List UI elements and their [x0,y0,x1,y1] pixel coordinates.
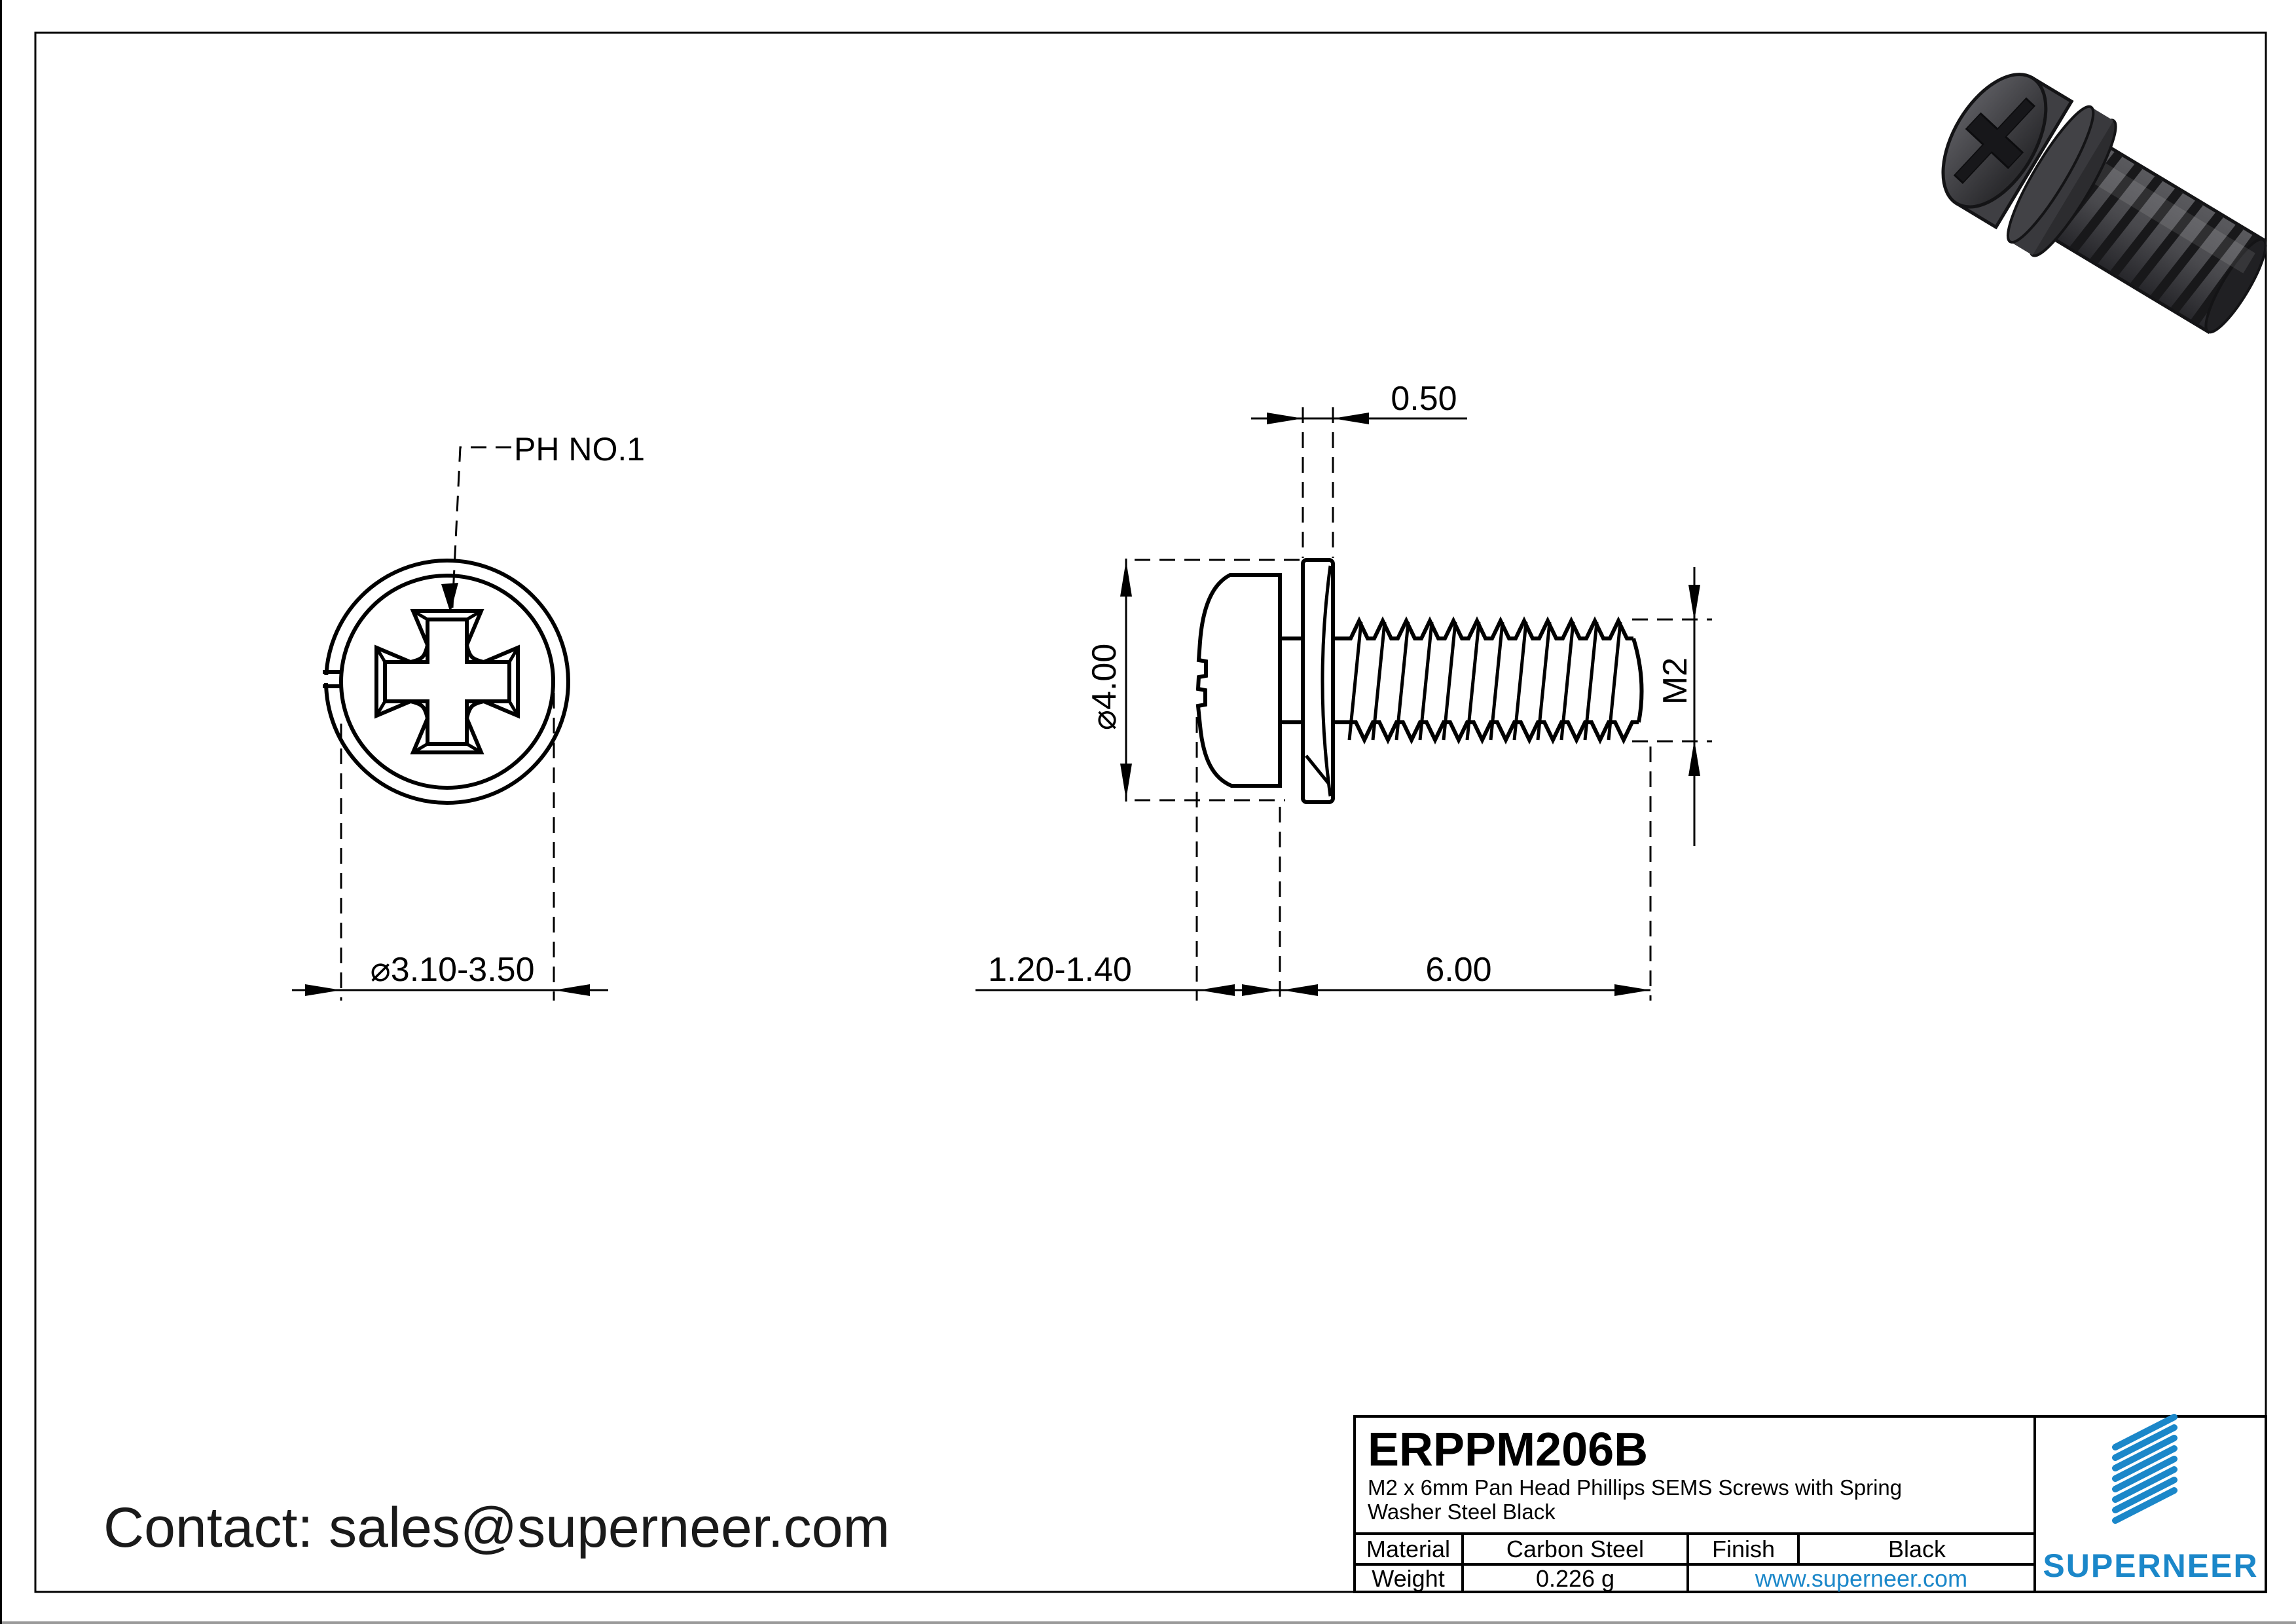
thread-end-cap [1631,638,1644,723]
title-block: ERPPM206B M2 x 6mm Pan Head Phillips SEM… [1353,1414,2267,1593]
front-view: PH NO.1 ⌀3.10-3.50 [292,431,645,1001]
part-description-line2: Washer Steel Black [1368,1500,1556,1524]
thread-size-dim: M2 [1656,657,1694,705]
weight-label: Weight [1372,1565,1444,1592]
dim-arrow-icon [1267,413,1303,424]
front-diameter-dim: ⌀3.10-3.50 [370,951,534,989]
leader-arrow-icon [441,583,458,613]
screw-3d-image [1941,73,2267,335]
weight-value: 0.226 g [1536,1565,1614,1592]
sheet-frame [34,31,2267,1593]
dim-arrow-icon [1242,984,1278,996]
dim-arrow-icon [1120,764,1132,800]
screw-3d-highlight [2077,153,2255,274]
material-label: Material [1366,1536,1450,1562]
screw-3d-phillips-icon [1953,97,2036,184]
dim-arrow-icon [1688,740,1700,776]
phillips-recess-icon [374,609,520,754]
side-head [1195,573,1282,788]
callout-leader [451,446,511,608]
superneer-logo-icon [2112,1414,2178,1524]
washer-thickness-dim: 0.50 [1391,380,1457,418]
part-description-line1: M2 x 6mm Pan Head Phillips SEMS Screws w… [1368,1475,1902,1500]
brand-name: SUPERNEER [2043,1547,2258,1584]
screw-3d-washer-front [2007,105,2095,244]
washer-face-curve [1321,565,1332,797]
head-height-dim: 1.20-1.40 [988,951,1132,989]
thread-top-profile [1344,616,1633,640]
title-block-border [1353,1415,2267,1593]
phillips-callout: PH NO.1 [514,431,645,468]
contact-email: Contact: sales@superneer.com [103,1496,890,1559]
dim-arrow-icon [1688,585,1700,621]
side-washer [1301,558,1335,804]
dim-arrow-icon [554,984,590,996]
washer-split-line [1305,754,1330,784]
finish-label: Finish [1712,1536,1775,1562]
finish-value: Black [1888,1536,1946,1562]
washer-diameter-dim: ⌀4.00 [1085,644,1123,731]
part-number: ERPPM206B [1368,1424,1648,1476]
dim-arrow-icon [305,984,341,996]
website-link[interactable]: www.superneer.com [1755,1565,1967,1592]
dim-arrow-icon [1282,984,1318,996]
washer-split-gap [319,675,335,683]
dim-arrow-icon [1333,413,1369,424]
dim-arrow-icon [1199,984,1235,996]
thread-length-dim: 6.00 [1425,951,1491,989]
screw-3d-tip [2204,238,2267,334]
dim-arrow-icon [1120,561,1132,597]
thread-helix-lines [1347,621,1622,741]
material-value: Carbon Steel [1506,1536,1644,1562]
side-view: 0.50 ⌀4.00 M2 1.20-1.40 6.00 [975,380,1712,1001]
dim-arrow-icon [1614,984,1650,996]
